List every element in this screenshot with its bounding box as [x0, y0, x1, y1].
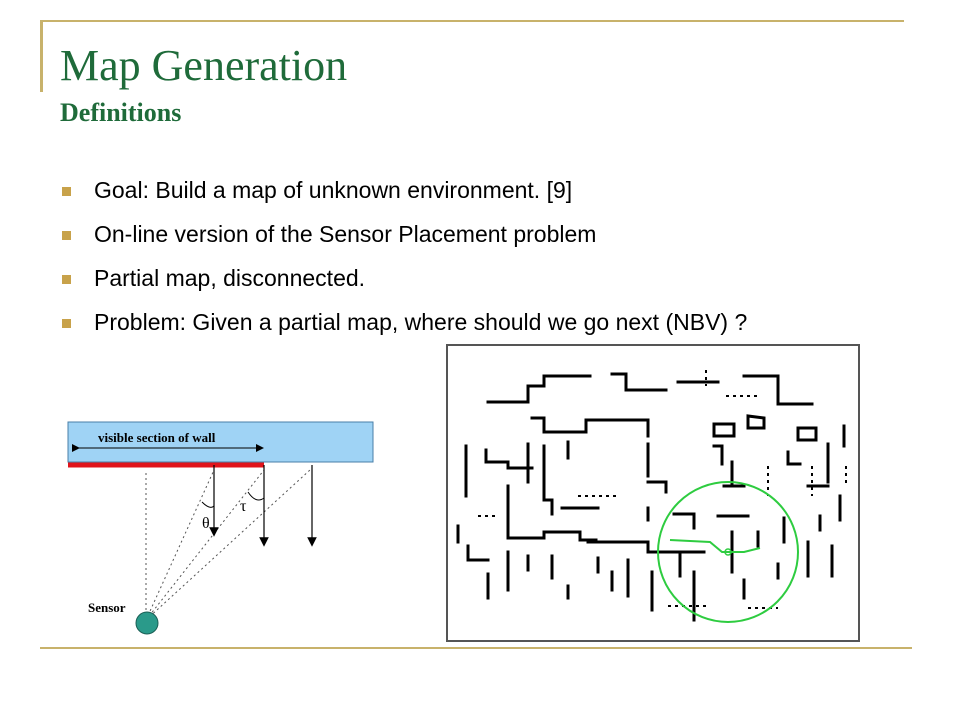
map-walls: [456, 372, 846, 622]
sensor-dot: [135, 611, 159, 635]
view-ray: [145, 469, 215, 621]
theta-arc: [201, 501, 215, 508]
slide-subtitle: Definitions: [60, 98, 182, 127]
view-range-circle: [657, 481, 799, 623]
visible-frontier: [669, 539, 761, 553]
bullet-text: Problem: Given a partial map, where shou…: [94, 309, 748, 335]
wall-block: [67, 421, 374, 463]
tau-arc: [247, 491, 265, 501]
partial-map-svg: [456, 370, 847, 623]
bullet-item: Partial map, disconnected.: [62, 264, 902, 292]
slide-title: Map Generation: [60, 41, 348, 90]
bullet-item: Problem: Given a partial map, where shou…: [62, 308, 902, 336]
map-view-region: [657, 481, 799, 623]
bullet-text: On-line version of the Sensor Placement …: [94, 221, 597, 247]
sensor-label: Sensor: [88, 600, 126, 615]
bullet-item: Goal: Build a map of unknown environment…: [62, 176, 902, 204]
bullet-text: Partial map, disconnected.: [94, 265, 366, 291]
bullet-item: On-line version of the Sensor Placement …: [62, 220, 902, 248]
accent-rule-bottom: [40, 647, 912, 649]
sensor-diagram-svg: [67, 421, 374, 635]
view-ray: [145, 469, 311, 621]
accent-rule-vertical: [40, 20, 43, 92]
accent-rule-top: [40, 20, 904, 22]
sensor-visibility-diagram: visible section of wall Sensor θ τ: [62, 410, 382, 640]
tau-label: τ: [240, 498, 247, 515]
robot-position-icon: [724, 548, 732, 556]
wall-label: visible section of wall: [98, 430, 216, 445]
bullet-text: Goal: Build a map of unknown environment…: [94, 177, 573, 203]
partial-map-image: [446, 344, 860, 642]
bullet-square-icon: [62, 231, 71, 240]
bullet-square-icon: [62, 187, 71, 196]
theta-label: θ: [202, 515, 210, 532]
bullet-list: Goal: Build a map of unknown environment…: [62, 176, 902, 352]
bullet-square-icon: [62, 275, 71, 284]
map-scatter: [478, 370, 847, 609]
view-ray: [145, 469, 265, 621]
bullet-square-icon: [62, 319, 71, 328]
